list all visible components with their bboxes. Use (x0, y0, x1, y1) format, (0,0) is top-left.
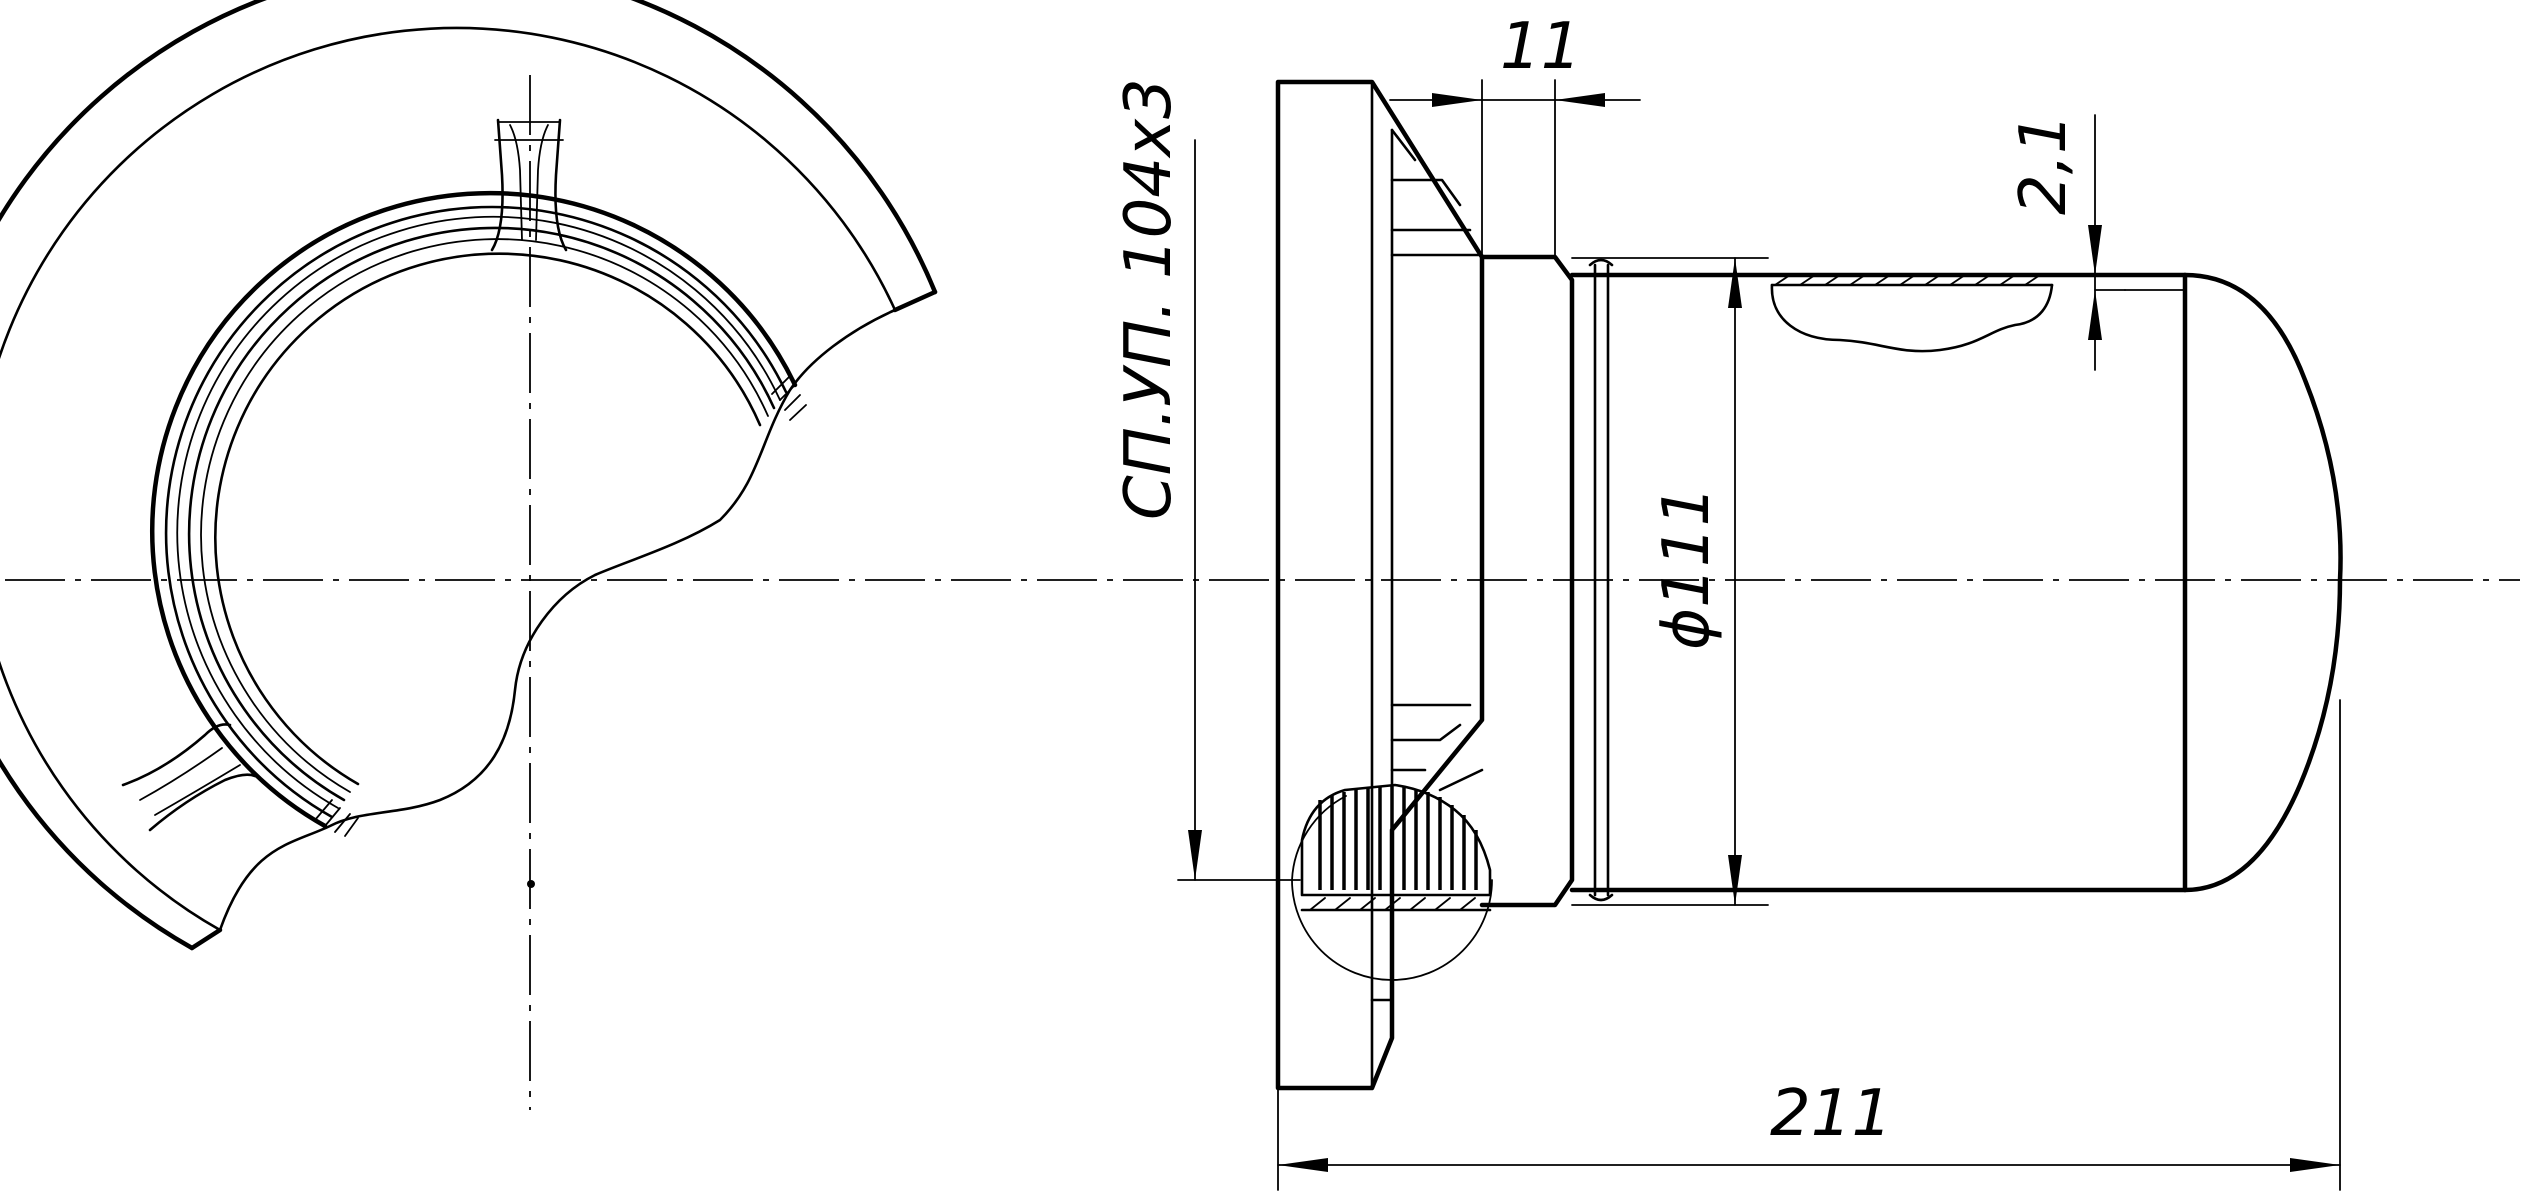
thread-detail (1291, 783, 1493, 981)
end-view (0, 0, 2520, 1110)
rim-end-top (892, 289, 938, 313)
dome-end (2182, 272, 2343, 893)
bottom-spoke (121, 723, 257, 832)
dimension-2-1: 2,1 (2007, 113, 2186, 371)
top-local-section (1770, 274, 2054, 353)
break-line (218, 308, 897, 932)
outer-rim-inner (0, 26, 897, 932)
dimension-thread: СП.УП. 104х3 (1112, 78, 1301, 881)
center-point (527, 880, 535, 888)
dim-diameter-label: ϕ111 (1650, 486, 1724, 650)
shaft-shoulder (1479, 254, 1575, 908)
groove (1588, 258, 1614, 902)
dimension-211: 211 (1277, 699, 2341, 1191)
shaft-body (1569, 272, 2188, 893)
rim-end-bottom (189, 927, 223, 951)
dim-2-1-label: 2,1 (2007, 113, 2081, 215)
side-view: 11 2,1 ϕ111 СП.УП. 104х3 (1112, 10, 2343, 1191)
threaded-bore (150, 190, 807, 837)
outer-rim (0, 0, 938, 951)
dimension-11: 11 (1389, 10, 1641, 256)
dim-11-label: 11 (1500, 10, 1581, 84)
dim-211-label: 211 (1770, 1077, 1892, 1151)
flange (1275, 79, 1485, 1091)
dim-thread-label: СП.УП. 104х3 (1112, 78, 1186, 520)
dimension-diameter-111: ϕ111 (1650, 257, 1742, 906)
